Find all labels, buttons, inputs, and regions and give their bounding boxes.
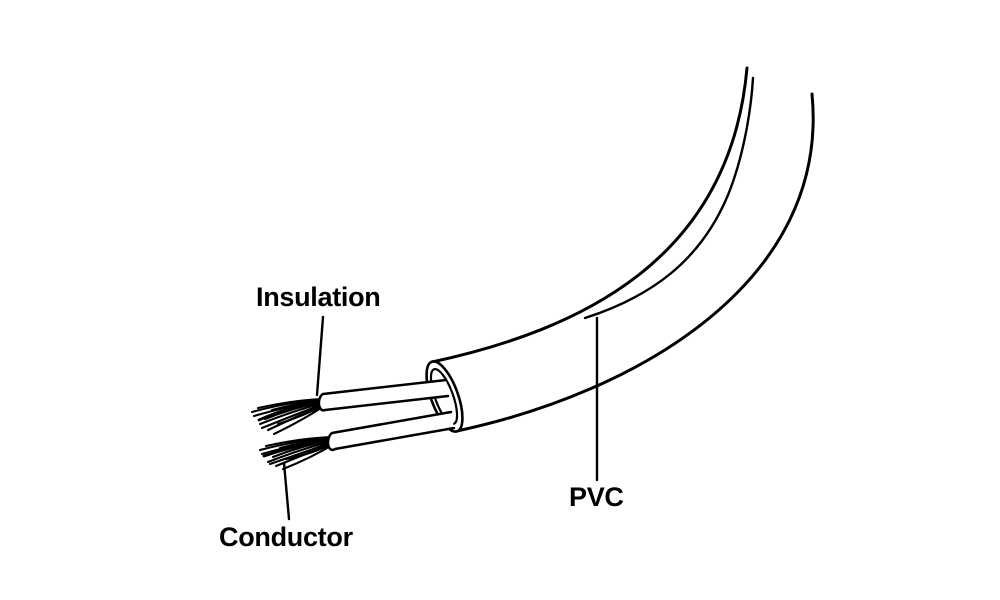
insulation-label: Insulation	[256, 282, 381, 312]
insulation-wire-lower	[326, 410, 456, 452]
pvc-label: PVC	[569, 482, 624, 512]
conductor-strands-lower	[258, 435, 336, 471]
pvc-jacket-inner-line	[583, 76, 755, 320]
conductor-leader-line	[282, 461, 291, 521]
insulation-leader-line	[315, 315, 325, 397]
cable-body	[428, 68, 814, 431]
pvc-jacket-bottom-edge	[455, 92, 815, 433]
conductor-label: Conductor	[219, 522, 353, 552]
conductor-strands-upper	[250, 397, 326, 436]
pvc-jacket-top-edge	[430, 66, 749, 364]
insulation-wire-upper	[317, 378, 450, 412]
